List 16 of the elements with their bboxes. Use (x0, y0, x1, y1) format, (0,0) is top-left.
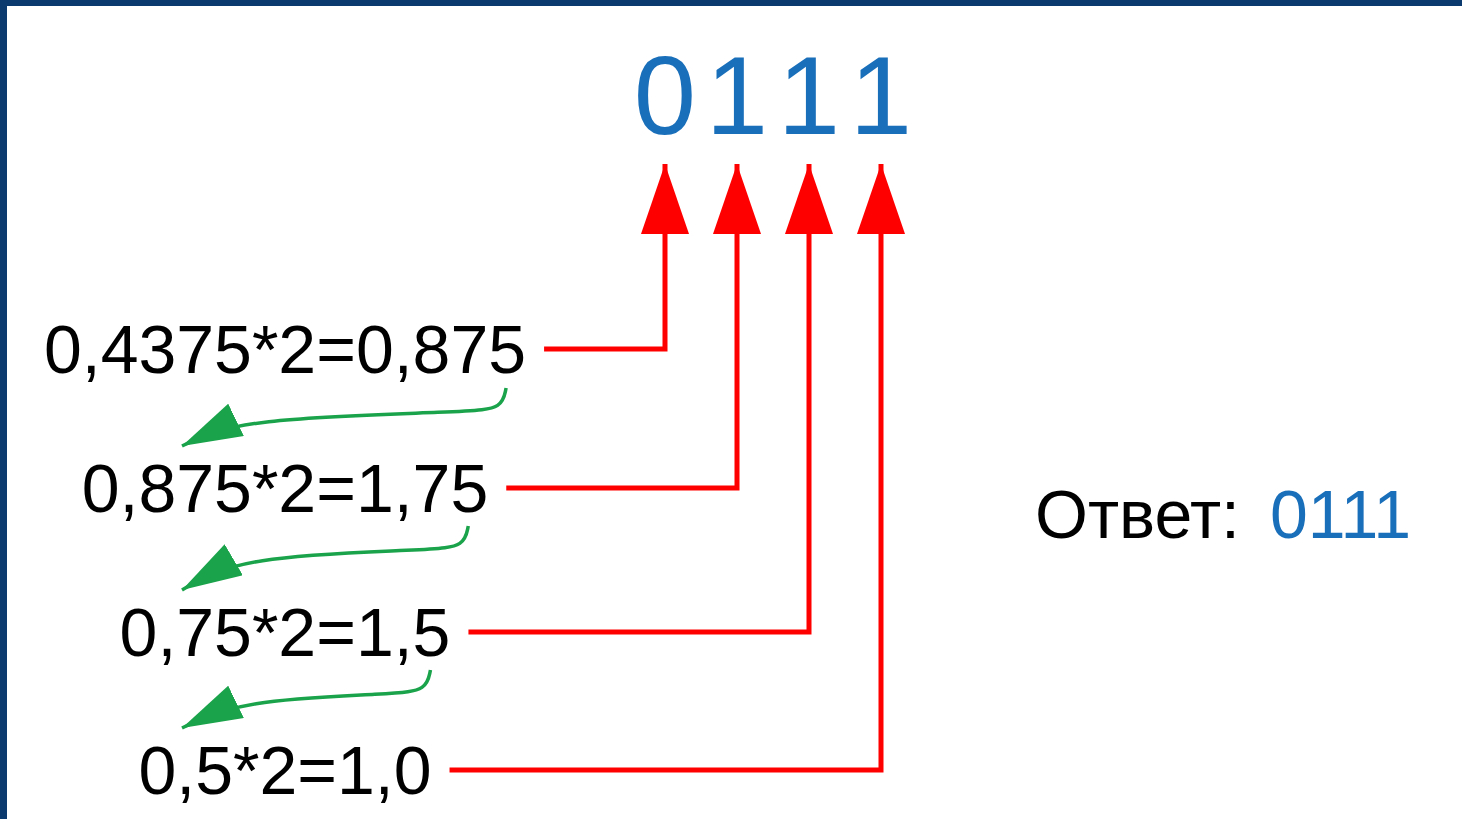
equation-text: 0,4375*2=0,875 (43, 310, 527, 388)
equation-text: 0,75*2=1,5 (119, 594, 451, 670)
binary-digit: 1 (777, 40, 841, 152)
arrow (449, 164, 905, 773)
arrow (506, 164, 761, 491)
arrow (544, 164, 689, 352)
binary-digit: 0 (633, 40, 697, 152)
answer-value: 0111 (1270, 480, 1412, 548)
arrow (181, 387, 508, 448)
equation-text: 0,5*2=1,0 (138, 732, 432, 808)
binary-digit: 1 (849, 40, 913, 152)
equation-text: 0,875*2=1,75 (81, 450, 489, 526)
binary-digit: 1 (705, 40, 769, 152)
answer-label: Ответ: (1035, 480, 1240, 548)
arrow (468, 164, 833, 635)
arrow (181, 525, 470, 592)
